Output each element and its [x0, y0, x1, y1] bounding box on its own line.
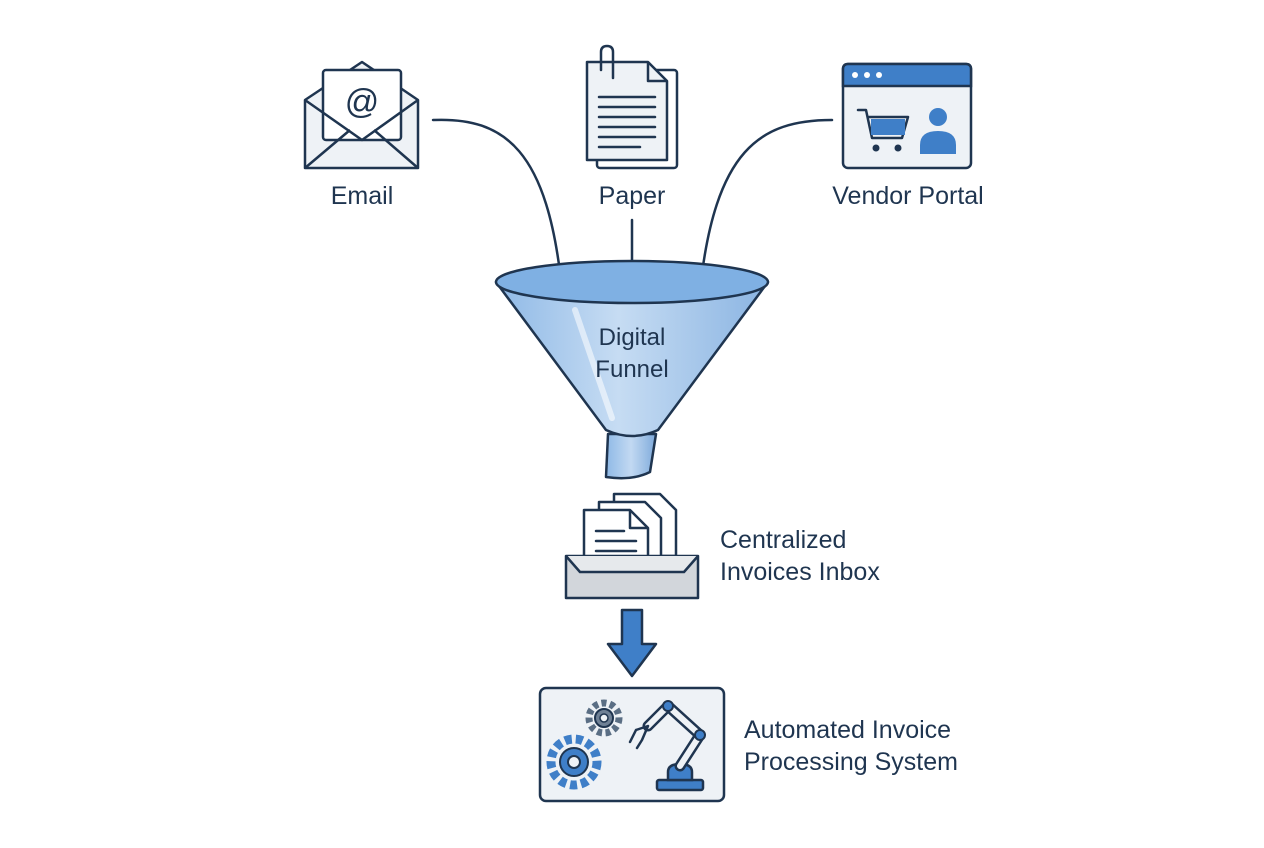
vendor-portal-window-icon [841, 62, 973, 170]
at-sign-glyph: @ [345, 83, 380, 121]
user-avatar-icon [920, 108, 956, 154]
inbox-label-line-2: Invoices Inbox [720, 558, 880, 586]
email-to-funnel-arrow [431, 118, 568, 292]
paper-label: Paper [598, 182, 666, 210]
small-gear-icon [585, 699, 623, 737]
centralized-inbox-tray-icon [564, 492, 700, 600]
system-label-line-1: Automated Invoice [744, 716, 952, 744]
robotic-arm-icon [628, 700, 706, 792]
funnel-label-line-1: Digital [598, 324, 666, 351]
vendor-portal-label: Vendor Portal [832, 182, 984, 210]
portal-to-funnel-arrow [694, 118, 834, 292]
funnel-label: Digital Funnel [595, 322, 668, 386]
shopping-cart-icon [856, 108, 910, 152]
inbox-label-line-1: Centralized [720, 526, 847, 554]
processing-system-panel [538, 686, 726, 803]
inbox-label: Centralized Invoices Inbox [720, 524, 880, 588]
email-envelope-icon: @ [303, 60, 420, 170]
system-label: Automated Invoice Processing System [744, 714, 958, 778]
email-label: Email [330, 182, 394, 210]
funnel-label-line-2: Funnel [595, 356, 669, 383]
system-label-line-2: Processing System [744, 748, 958, 776]
paper-document-icon [585, 44, 679, 170]
digital-funnel-shape [494, 259, 770, 480]
large-gear-icon [546, 734, 602, 790]
inbox-to-system-arrow [606, 608, 658, 678]
